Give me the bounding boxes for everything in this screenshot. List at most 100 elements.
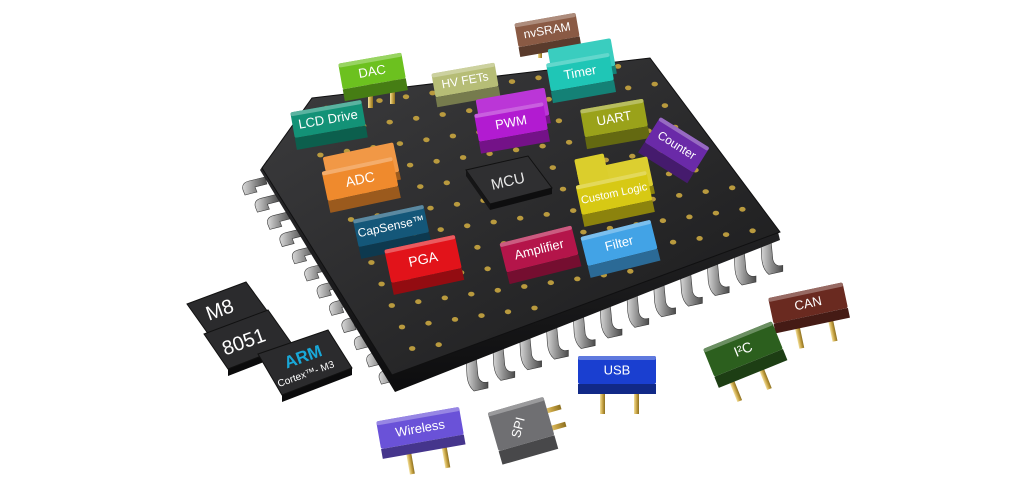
surface-dot	[466, 108, 473, 114]
surface-dot	[425, 320, 432, 326]
surface-dot	[317, 152, 324, 158]
surface-dot	[749, 228, 756, 234]
chip-lead	[760, 238, 784, 275]
chip-lead	[465, 354, 489, 392]
surface-dot	[517, 215, 524, 221]
surface-dot	[409, 346, 416, 351]
surface-dot	[686, 214, 693, 220]
surface-dot	[629, 153, 636, 159]
chip-lead	[279, 228, 305, 247]
block-adc: ADC	[322, 142, 401, 213]
pin	[600, 392, 605, 414]
surface-dot	[368, 260, 375, 265]
surface-dot	[508, 79, 516, 84]
chip-lead	[733, 248, 757, 286]
chip-lead	[254, 193, 280, 213]
surface-dot	[574, 276, 581, 282]
pin	[634, 392, 639, 414]
chip-side-edge	[260, 160, 780, 392]
block-pwm: PWM	[474, 87, 551, 154]
surface-dot	[559, 186, 567, 192]
block-amplifier: Amplifier	[499, 225, 582, 285]
surface-dot	[614, 64, 622, 69]
surface-dot	[535, 75, 542, 81]
chip-lead	[706, 259, 730, 296]
surface-dot	[451, 317, 459, 322]
surface-dot	[539, 143, 546, 149]
surface-dot	[702, 189, 709, 195]
pin	[729, 379, 743, 402]
pin	[758, 367, 772, 390]
interface-i2c: I²C	[703, 321, 788, 402]
surface-dot	[545, 96, 552, 102]
surface-dot	[402, 94, 410, 100]
chip-leads-bottom	[465, 238, 784, 392]
surface-dot	[729, 185, 736, 191]
surface-dot	[722, 232, 730, 238]
chip-lead	[242, 176, 268, 196]
block-hvfets: HV FETs	[431, 62, 501, 108]
surface-dot	[739, 206, 746, 212]
surface-dot	[676, 193, 683, 198]
surface-dot	[659, 218, 667, 224]
surface-dot	[443, 180, 450, 186]
block-label: DAC	[357, 61, 387, 81]
interface-usb: USB	[578, 356, 656, 414]
block-label: ADC	[344, 168, 376, 190]
surface-dot	[712, 210, 720, 216]
surface-dot	[474, 244, 481, 250]
block-label: Timer	[563, 62, 599, 83]
block-pga: PGA	[384, 235, 465, 295]
chip-lead	[653, 280, 676, 318]
surface-dot	[555, 118, 563, 124]
surface-dot	[376, 98, 383, 103]
mcu-die: MCU	[465, 155, 553, 210]
surface-dot	[696, 236, 703, 241]
chip-lead	[267, 211, 293, 230]
surface-dot	[386, 119, 393, 125]
chip-lead	[546, 322, 569, 360]
surface-dot	[417, 184, 424, 190]
pin	[828, 319, 838, 342]
interface-label: SPI	[508, 415, 528, 439]
surface-dot	[347, 217, 355, 222]
block-lcddrive: LCD Drive	[290, 100, 368, 150]
pin	[441, 445, 451, 469]
block-label: Filter	[603, 232, 635, 254]
surface-dot	[547, 280, 554, 286]
block-label: PWM	[494, 112, 528, 132]
surface-dot	[669, 239, 677, 245]
surface-dot	[651, 81, 658, 87]
surface-dot	[531, 305, 538, 311]
surface-dot	[427, 205, 434, 211]
surface-dot	[570, 208, 577, 214]
surface-dot	[580, 229, 587, 235]
surface-dot	[468, 291, 475, 297]
pin	[406, 451, 415, 475]
chip-lead	[599, 301, 623, 339]
surface-dot	[415, 299, 422, 305]
surface-dot	[521, 284, 528, 289]
block-uart: UART	[580, 98, 651, 150]
chip-lead	[492, 344, 516, 381]
surface-dot	[449, 133, 457, 139]
surface-dot	[429, 90, 436, 96]
block-dac: DAC	[338, 52, 408, 102]
surface-dot	[453, 201, 461, 207]
surface-dot	[504, 309, 512, 315]
surface-dot	[388, 303, 395, 308]
chip-lead	[572, 312, 596, 349]
interface-spi: SPI	[488, 397, 567, 465]
surface-dot	[490, 219, 497, 225]
block-timer: Timer	[546, 38, 617, 104]
chip-lead	[680, 269, 703, 307]
interface-label: I²C	[731, 338, 754, 360]
interface-can: CAN	[768, 282, 850, 349]
surface-dot	[565, 139, 573, 145]
surface-dot	[627, 268, 634, 274]
surface-dot	[494, 287, 501, 293]
